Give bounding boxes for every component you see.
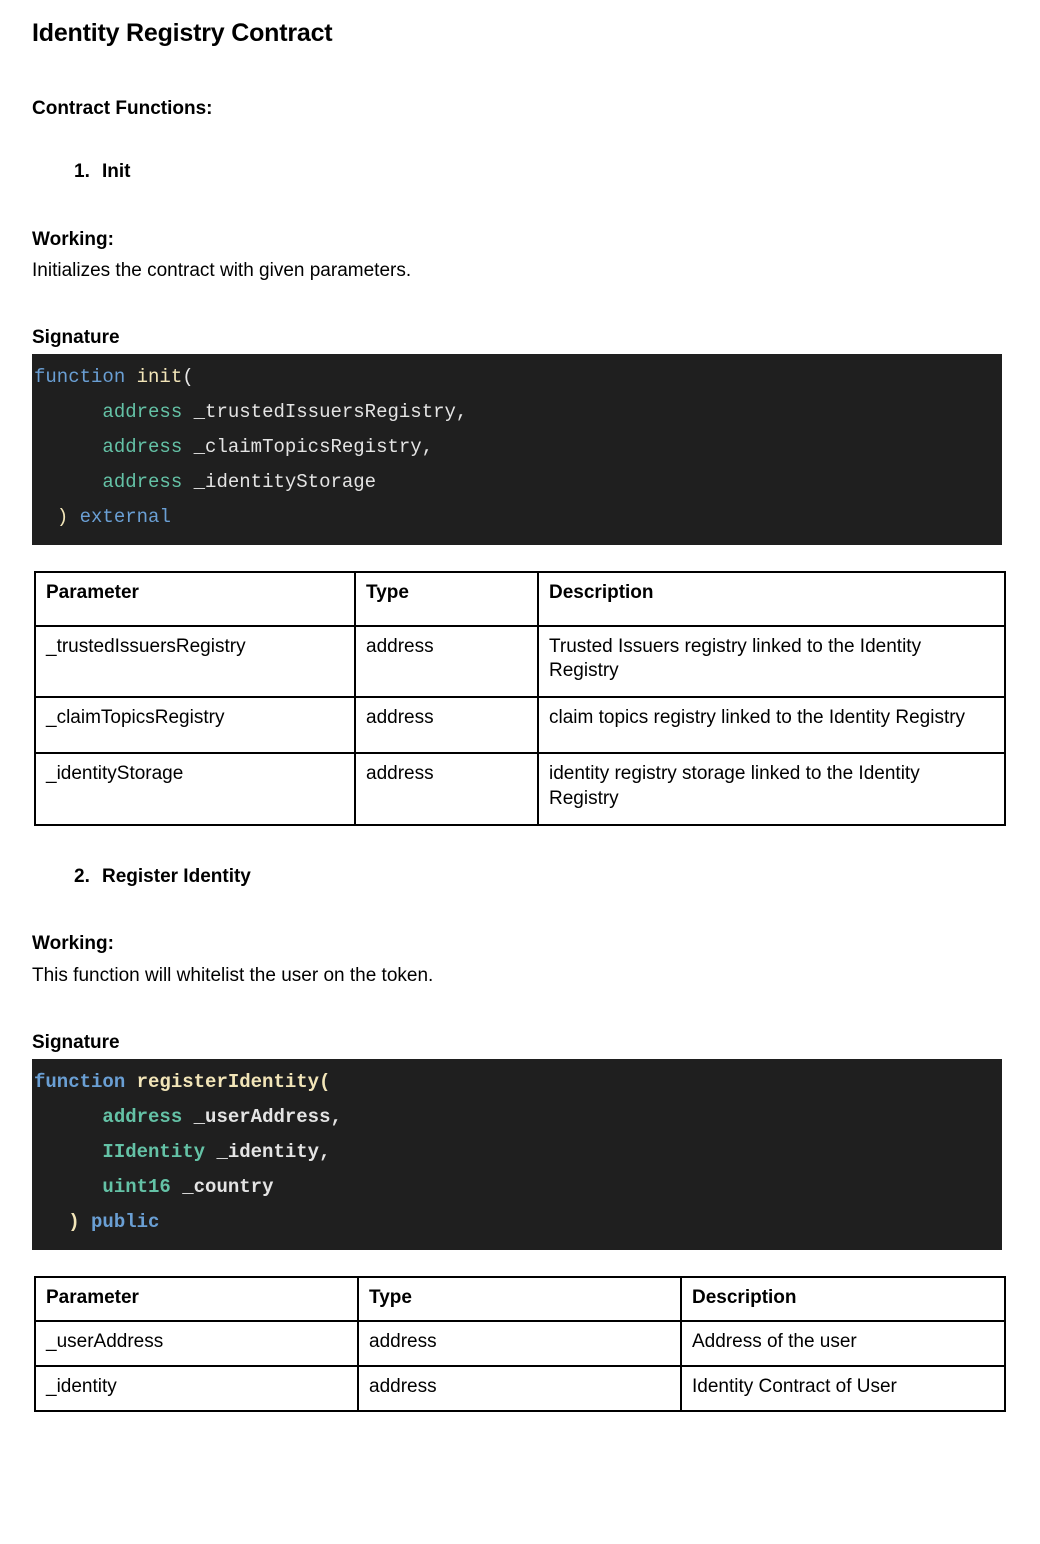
working-description: Initializes the contract with given para… (32, 260, 412, 282)
column-header: Parameter (34, 570, 356, 627)
code-token-type: address (102, 435, 183, 458)
code-token-punct (182, 401, 193, 423)
code-token-punct (125, 366, 136, 388)
type-cell: address (357, 1364, 682, 1412)
function-list-item: 1. Init (74, 161, 1002, 184)
column-header: Description (537, 570, 1006, 627)
code-token-type: uint16 (102, 1175, 171, 1198)
code-token-ident: _userAddress, (193, 1105, 342, 1128)
code-token-punct (34, 1106, 102, 1128)
code-line: function init( (32, 360, 1002, 395)
page-title: Identity Registry Contract (32, 19, 333, 47)
code-token-type: address (102, 470, 183, 493)
code-token-punct (34, 436, 102, 458)
column-header: Parameter (34, 1275, 359, 1323)
code-token-kw: function (34, 1070, 126, 1093)
description-cell: Address of the user (680, 1320, 1006, 1367)
code-token-punct: ( (182, 365, 194, 388)
parameter-cell: _claimTopicsRegistry (34, 696, 356, 755)
function-list: 2. Register Identity (32, 866, 1002, 889)
function-number: 1. (74, 160, 90, 182)
function-name: Init (102, 160, 131, 182)
code-token-punct (182, 436, 193, 458)
code-token-punct (34, 506, 57, 528)
type-cell: address (354, 752, 539, 826)
code-block: function registerIdentity( address _user… (32, 1058, 1002, 1250)
code-token-mod: public (91, 1210, 160, 1233)
code-token-paren: ) (68, 1210, 80, 1233)
code-token-ident: _identity, (216, 1140, 331, 1163)
function-list-item: 2. Register Identity (74, 866, 1002, 889)
code-token-ident: _country (182, 1175, 274, 1198)
function-list: 1. Init (32, 161, 1002, 184)
code-token-fn: init (136, 365, 183, 388)
code-token-punct (205, 1141, 216, 1163)
code-token-type: IIdentity (102, 1140, 206, 1163)
code-token-punct (80, 1211, 91, 1233)
code-token-mod: external (79, 505, 171, 528)
code-token-punct (34, 1211, 68, 1233)
code-token-type: address (102, 400, 183, 423)
signature-heading: Signature (32, 1031, 120, 1053)
working-heading: Working: (32, 228, 114, 250)
code-token-punct (34, 471, 102, 493)
signature-heading: Signature (32, 327, 120, 349)
parameter-cell: _trustedIssuersRegistry (34, 624, 356, 699)
code-token-punct (125, 1071, 136, 1093)
code-token-punct (34, 1141, 102, 1163)
description-cell: claim topics registry linked to the Iden… (537, 696, 1006, 755)
type-cell: address (354, 624, 539, 699)
code-token-kw: function (34, 365, 126, 388)
description-cell: identity registry storage linked to the … (537, 752, 1006, 826)
contract-functions-heading: Contract Functions: (32, 98, 213, 119)
working-description: This function will whitelist the user on… (32, 965, 434, 987)
code-token-fn: registerIdentity( (136, 1070, 331, 1093)
description-cell: Identity Contract of User (680, 1364, 1006, 1412)
code-token-punct (34, 1176, 102, 1198)
code-token-punct (34, 401, 102, 423)
code-line: address _claimTopicsRegistry, (32, 430, 1002, 465)
function-name: Register Identity (102, 865, 251, 887)
type-cell: address (354, 696, 539, 755)
parameter-cell: _identity (34, 1364, 359, 1412)
code-token-punct (182, 471, 193, 493)
code-line: function registerIdentity( (32, 1065, 1002, 1100)
code-block: function init( address _trustedIssuersRe… (32, 353, 1002, 545)
code-token-punct (68, 506, 79, 528)
function-number: 2. (74, 865, 90, 887)
type-cell: address (357, 1320, 682, 1367)
code-line: address _trustedIssuersRegistry, (32, 395, 1002, 430)
code-token-ident: _claimTopicsRegistry, (193, 435, 434, 458)
code-token-punct (171, 1176, 182, 1198)
code-line: ) external (32, 500, 1002, 535)
column-header: Description (680, 1275, 1006, 1323)
code-token-type: address (102, 1105, 183, 1128)
code-token-ident: _identityStorage (193, 470, 377, 493)
column-header: Type (354, 570, 539, 627)
column-header: Type (357, 1275, 682, 1323)
code-line: address _identityStorage (32, 465, 1002, 500)
code-line: ) public (32, 1205, 1002, 1240)
code-line: uint16 _country (32, 1170, 1002, 1205)
code-token-paren: ) (56, 505, 69, 528)
code-token-ident: _trustedIssuersRegistry, (193, 400, 468, 423)
description-cell: Trusted Issuers registry linked to the I… (537, 624, 1006, 699)
code-line: IIdentity _identity, (32, 1135, 1002, 1170)
parameter-cell: _userAddress (34, 1320, 359, 1367)
code-line: address _userAddress, (32, 1100, 1002, 1135)
parameter-cell: _identityStorage (34, 752, 356, 826)
working-heading: Working: (32, 933, 114, 955)
code-token-punct (182, 1106, 193, 1128)
